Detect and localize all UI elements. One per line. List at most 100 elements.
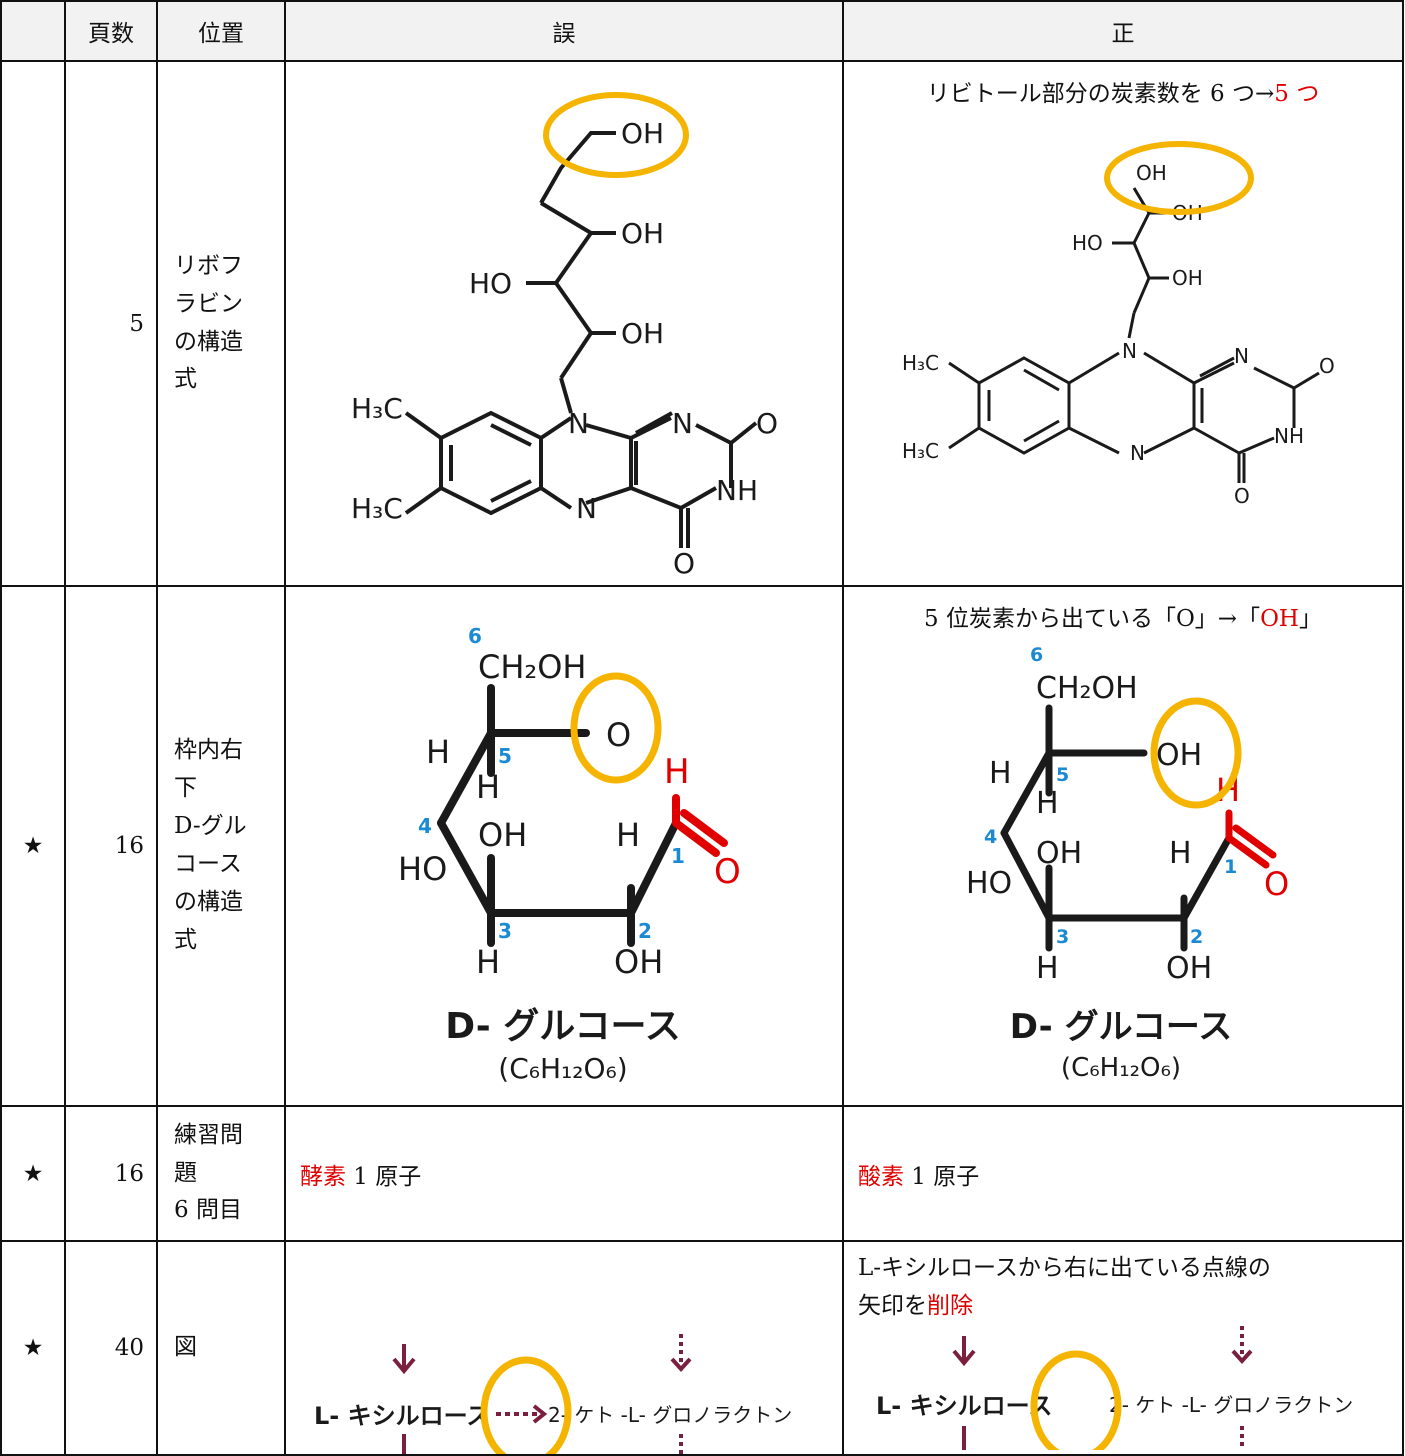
correct-note: 5 位炭素から出ている「O」→「OH」 <box>924 606 1322 632</box>
page-number: 40 <box>64 1240 158 1456</box>
o-label: O <box>756 407 778 440</box>
n-label: N <box>1122 339 1137 363</box>
n-label: N <box>672 407 693 440</box>
correct-cell: リビトール部分の炭素数を 6 つ→5 つ <box>842 60 1404 587</box>
o-label: O <box>1319 354 1335 378</box>
pathway-compound: L- キシルロース <box>876 1392 1052 1420</box>
n-label: N <box>1130 441 1145 465</box>
carbon-2-label: 2 <box>1190 926 1203 948</box>
oh-label: OH <box>1136 161 1167 185</box>
aldehyde-h-label: H <box>664 752 690 792</box>
carbon-4-label: 4 <box>984 826 997 848</box>
oh-label: OH <box>1036 836 1082 871</box>
highlight-circle <box>1104 141 1254 215</box>
nh-label: NH <box>716 474 758 507</box>
carbon-6-label: 6 <box>1030 644 1043 666</box>
highlight-circle <box>1030 1350 1122 1450</box>
correct-cell: L-キシルロースから右に出ている点線の 矢印を削除 L- キシルロース 2- ケ… <box>842 1240 1404 1456</box>
h3c-label: H₃C <box>351 392 403 425</box>
oh-label: OH <box>621 217 664 250</box>
table-row: ★ 16 枠内右 下 D-グル コース の構造 式 <box>0 585 1404 1107</box>
h-label: H <box>1036 951 1059 986</box>
carbon-1-label: 1 <box>671 844 685 868</box>
riboflavin-correct-figure: OH OH HO OH N N O NH N O H₃C H₃C <box>902 141 1335 508</box>
n-label: N <box>576 492 597 525</box>
correct-text: 酸素 1 原子 <box>842 1105 1404 1242</box>
h-label: H <box>616 816 640 854</box>
table-row: 5 リボフ ラビン の構造 式 <box>0 60 1404 587</box>
h-label: H <box>476 768 500 806</box>
ho-label: HO <box>398 850 447 888</box>
glucose-correct-figure: CH₂OH OH H H OH H HO H OH H O <box>966 644 1289 1083</box>
carbon-2-label: 2 <box>638 919 652 943</box>
h-label: H <box>1036 786 1059 821</box>
highlight-circle <box>480 1356 572 1454</box>
h3c-label: H₃C <box>351 492 403 525</box>
oh-label: OH <box>1172 266 1203 290</box>
position-text: リボフ ラビン の構造 式 <box>156 60 286 587</box>
carbon-5-label: 5 <box>1056 764 1069 786</box>
oh-label: OH <box>614 943 663 981</box>
position-text: 練習問 題 6 問目 <box>156 1105 286 1242</box>
header-row: 頁数 位置 誤 正 <box>0 0 1404 62</box>
h-label: H <box>1169 836 1192 871</box>
page-number: 16 <box>64 1105 158 1242</box>
highlight-circle <box>543 92 689 178</box>
glucose-formula: (C₆H₁₂O₆) <box>498 1052 627 1085</box>
oh-label: OH <box>1156 738 1202 773</box>
carbon-3-label: 3 <box>498 919 512 943</box>
ho-label: HO <box>1072 231 1103 255</box>
ch2oh-label: CH₂OH <box>1036 671 1138 706</box>
h-label: H <box>476 943 500 981</box>
pathway-product: 2- ケト -L- グロノラクトン <box>548 1403 792 1427</box>
h-label: H <box>989 756 1012 791</box>
header-page: 頁数 <box>64 0 158 62</box>
o-label: O <box>673 547 695 580</box>
position-text: 枠内右 下 D-グル コース の構造 式 <box>156 585 286 1107</box>
riboflavin-wrong-figure: OH OH HO OH N N O NH N O H₃C H₃C <box>351 92 778 580</box>
carbon-3-label: 3 <box>1056 926 1069 948</box>
o-label: O <box>606 716 631 754</box>
glucose-name: D- グルコース <box>445 1006 681 1047</box>
header-correct: 正 <box>842 0 1404 62</box>
h3c-label: H₃C <box>902 439 939 463</box>
pathway-wrong-figure: L- キシルロース 2- ケト -L- グロノラクトン <box>314 1334 792 1454</box>
correct-note: L-キシルロースから右に出ている点線の 矢印を削除 <box>858 1255 1271 1319</box>
table-row: ★ 16 練習問 題 6 問目 酵素 1 原子 酸素 1 原子 <box>0 1105 1404 1242</box>
table-row: ★ 40 図 L- キシルロース <box>0 1240 1404 1456</box>
header-star <box>0 0 66 62</box>
wrong-text: 酵素 1 原子 <box>284 1105 844 1242</box>
star-mark: ★ <box>0 1240 66 1456</box>
wrong-figure-cell: CH₂OH O H H OH H HO H OH H O <box>284 585 844 1107</box>
h3c-label: H₃C <box>902 351 939 375</box>
glucose-wrong-figure: CH₂OH O H H OH H HO H OH H O <box>398 624 741 1085</box>
h-label: H <box>426 733 450 771</box>
ch2oh-label: CH₂OH <box>478 648 586 686</box>
carbon-6-label: 6 <box>468 624 482 648</box>
pathway-product: 2- ケト -L- グロノラクトン <box>1109 1393 1353 1417</box>
carbon-5-label: 5 <box>498 744 512 768</box>
oh-label: OH <box>621 117 664 150</box>
highlight-circle <box>570 672 662 784</box>
star-mark <box>0 60 66 587</box>
page-number: 5 <box>64 60 158 587</box>
carbon-4-label: 4 <box>418 814 432 838</box>
aldehyde-o-label: O <box>714 852 741 892</box>
position-text: 図 <box>156 1240 286 1456</box>
glucose-name: D- グルコース <box>1010 1007 1232 1047</box>
pathway-correct-figure: L- キシルロース 2- ケト -L- グロノラクトン <box>876 1325 1353 1450</box>
carbon-1-label: 1 <box>1224 856 1237 878</box>
n-label: N <box>568 407 589 440</box>
pathway-compound: L- キシルロース <box>314 1402 490 1430</box>
aldehyde-o-label: O <box>1264 865 1289 903</box>
star-mark: ★ <box>0 1105 66 1242</box>
nh-label: NH <box>1274 424 1304 448</box>
correct-note: リビトール部分の炭素数を 6 つ→5 つ <box>926 81 1320 107</box>
star-mark: ★ <box>0 585 66 1107</box>
header-position: 位置 <box>156 0 286 62</box>
page-number: 16 <box>64 585 158 1107</box>
oh-label: OH <box>478 816 527 854</box>
oh-label: OH <box>1166 951 1212 986</box>
ho-label: HO <box>966 866 1012 901</box>
